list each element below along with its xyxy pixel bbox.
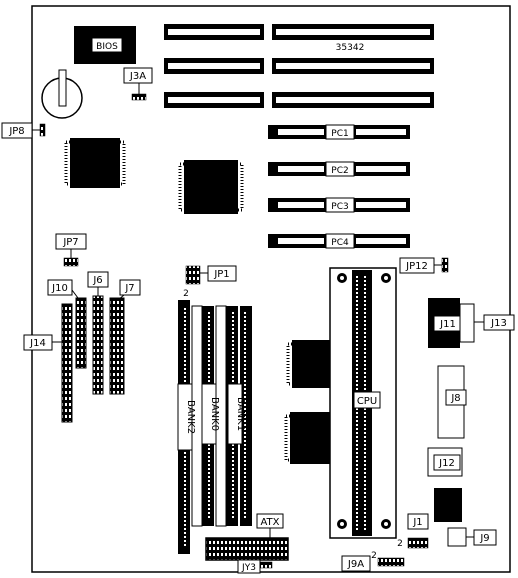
pin-one-marker: 2 xyxy=(371,551,377,561)
j9-label-box xyxy=(473,529,497,546)
pin-one-marker: 2 xyxy=(183,289,189,299)
pci-slot-label: PC1 xyxy=(331,129,348,139)
jp7-label: JP7 xyxy=(62,237,78,248)
j1-label: J1 xyxy=(412,517,422,528)
atx-connector xyxy=(205,537,289,561)
bank-label: BANK0 xyxy=(209,397,220,431)
j12-label: J12 xyxy=(438,458,455,469)
jp1-label-box xyxy=(207,265,237,282)
chipset-chip xyxy=(184,160,238,214)
jp8-jumper xyxy=(39,123,46,137)
bank-label: BANK1 xyxy=(235,397,246,431)
cpu-socket: CPU xyxy=(329,267,397,539)
j7-label: J7 xyxy=(124,283,134,294)
j3a-jumper xyxy=(131,93,147,101)
j6-label: J6 xyxy=(92,275,102,286)
chipset-chip xyxy=(70,138,120,188)
j13-port xyxy=(459,303,475,343)
j9a-jumper xyxy=(377,557,405,567)
pin-one-marker: 2 xyxy=(397,539,403,549)
j9-port xyxy=(447,527,467,547)
j13-label: J13 xyxy=(490,318,507,329)
board-id: 35342 xyxy=(336,43,365,53)
memory-bank-labels: BANK2 BANK0 BANK1 xyxy=(177,383,246,451)
cpu-label: CPU xyxy=(357,396,377,407)
j3a-label: J3A xyxy=(129,71,146,82)
j11-label: J11 xyxy=(439,319,456,330)
j8-label-box xyxy=(445,389,467,406)
jy3-jumper xyxy=(259,561,273,569)
j1-label-box xyxy=(407,513,429,530)
j1-jumper xyxy=(407,537,429,549)
jp8-label: JP8 xyxy=(8,126,24,137)
jp7-jumper xyxy=(63,257,79,267)
isa-slots-right xyxy=(272,24,434,108)
j10-label: J10 xyxy=(51,283,68,294)
jp1-jumper xyxy=(185,265,201,285)
j7-header xyxy=(109,297,125,395)
bank-label: BANK2 xyxy=(185,400,196,434)
j3a-label-box xyxy=(123,67,153,84)
j9a-label: J9A xyxy=(347,559,364,570)
j10-label-box xyxy=(47,279,73,296)
j9-port-block xyxy=(434,488,462,522)
pci-slot-label: PC3 xyxy=(331,202,348,212)
jy3-label: JY3 xyxy=(241,563,256,573)
jp12-label: JP12 xyxy=(405,261,428,272)
j9-label: J9 xyxy=(479,533,489,544)
jp12-jumper xyxy=(441,257,449,273)
j10-header xyxy=(75,297,87,369)
pci-slot-label: PC4 xyxy=(331,238,349,248)
j9a-label-box xyxy=(341,555,371,572)
j8-label: J8 xyxy=(450,393,460,404)
pci-slot-label: PC2 xyxy=(331,166,348,176)
j14-label: J14 xyxy=(29,338,46,349)
isa-slots-left xyxy=(164,24,264,108)
pci-slots: PC1 PC2 PC3 PC4 xyxy=(268,124,410,249)
j12-label-box xyxy=(433,454,461,471)
j13-label-box xyxy=(483,314,515,331)
j7-label-box xyxy=(119,279,141,296)
j6-header xyxy=(92,295,104,395)
board-outline xyxy=(31,5,511,573)
atx-label: ATX xyxy=(260,517,279,528)
bios-label-box xyxy=(91,37,123,53)
j14-header xyxy=(61,303,73,423)
battery-clip xyxy=(58,69,67,107)
jp1-label: JP1 xyxy=(213,269,229,280)
bios-label: BIOS xyxy=(96,42,118,52)
